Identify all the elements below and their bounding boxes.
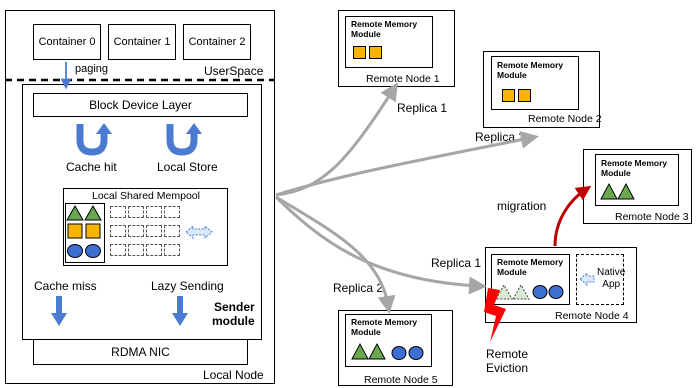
cache-miss-arrow-icon bbox=[51, 296, 67, 326]
mempool-empty-cell bbox=[146, 225, 162, 237]
container-1: Container 1 bbox=[108, 24, 176, 60]
remote-node-1-label: Remote Node 1 bbox=[366, 73, 440, 85]
native-app-label: Native App bbox=[597, 267, 626, 290]
remote-node-5-label: Remote Node 5 bbox=[364, 374, 438, 386]
rmm-label-4: Remote Memory Module bbox=[497, 257, 564, 277]
rmm-label-1: Remote Memory Module bbox=[351, 19, 418, 39]
remote-memory-module-1 bbox=[345, 16, 433, 68]
mempool-empty-cell bbox=[110, 244, 126, 256]
block-device-layer-label: Block Device Layer bbox=[89, 98, 192, 112]
cache-hit-label: Cache hit bbox=[66, 160, 117, 174]
migration-arrow bbox=[553, 185, 592, 247]
replica-2-bottom-label: Replica 2 bbox=[333, 281, 384, 295]
remote-node-2-label: Remote Node 2 bbox=[528, 113, 602, 125]
remote-eviction-label: Remote Eviction bbox=[486, 347, 529, 375]
orange-block bbox=[85, 223, 101, 239]
mempool-empty-cell bbox=[110, 206, 126, 218]
replica-1-mid-arrow bbox=[274, 195, 487, 295]
mempool-empty-cell bbox=[164, 244, 180, 256]
orange-block bbox=[518, 89, 531, 102]
blue-circle-icon bbox=[408, 346, 424, 360]
mempool-empty-cell bbox=[146, 244, 162, 256]
cache-hit-arrow-icon bbox=[76, 123, 112, 156]
replica-1-top-arrow bbox=[275, 82, 398, 197]
replica-1-top-label: Replica 1 bbox=[397, 101, 448, 115]
container-2: Container 2 bbox=[183, 24, 251, 60]
green-triangle-icon bbox=[84, 204, 102, 221]
container-0: Container 0 bbox=[33, 24, 101, 60]
block-device-layer: Block Device Layer bbox=[33, 93, 248, 117]
lazy-sending-label: Lazy Sending bbox=[151, 279, 224, 293]
remote-node-3-label: Remote Node 3 bbox=[615, 211, 689, 223]
local-node-label: Local Node bbox=[203, 368, 264, 382]
mempool-empty-cell bbox=[128, 206, 144, 218]
rdma-nic: RDMA NIC bbox=[33, 339, 248, 365]
mempool-empty-cell bbox=[110, 225, 126, 237]
faded-triangle-icon bbox=[495, 283, 513, 300]
rdma-nic-label: RDMA NIC bbox=[111, 345, 170, 359]
userspace-label: UserSpace bbox=[204, 64, 264, 78]
orange-block bbox=[369, 46, 382, 59]
blue-circle-icon bbox=[548, 285, 564, 299]
local-store-arrow-icon bbox=[166, 123, 202, 156]
green-triangle-icon bbox=[600, 182, 618, 200]
mempool-empty-cell bbox=[128, 244, 144, 256]
orange-block bbox=[353, 46, 366, 59]
migration-label: migration bbox=[497, 199, 547, 213]
mempool-title: Local Shared Mempool bbox=[92, 190, 200, 202]
orange-block bbox=[502, 89, 515, 102]
green-triangle-icon bbox=[617, 182, 635, 200]
green-triangle-icon bbox=[66, 204, 84, 221]
native-app-arrow-icon bbox=[579, 271, 595, 287]
paging-label: paging bbox=[75, 63, 109, 75]
blue-circle-icon bbox=[85, 244, 101, 258]
mempool-empty-cell bbox=[164, 225, 180, 237]
green-triangle-icon bbox=[351, 342, 369, 360]
remote-node-4-label: Remote Node 4 bbox=[555, 310, 629, 322]
double-arrow-icon bbox=[185, 224, 213, 240]
green-triangle-icon bbox=[368, 342, 386, 360]
replica-2-top-arrow bbox=[275, 130, 539, 197]
blue-circle-icon bbox=[391, 346, 407, 360]
blue-circle-icon bbox=[532, 285, 548, 299]
mempool-empty-cell bbox=[128, 225, 144, 237]
container-2-label: Container 2 bbox=[188, 36, 246, 48]
rmm-label-3: Remote Memory Module bbox=[601, 158, 668, 178]
mempool-empty-cell bbox=[146, 206, 162, 218]
local-store-label: Local Store bbox=[157, 160, 218, 174]
mempool-empty-cell bbox=[164, 206, 180, 218]
orange-block bbox=[67, 223, 83, 239]
cache-miss-label: Cache miss bbox=[34, 279, 97, 293]
sender-module-label: Sender module bbox=[212, 300, 255, 328]
rmm-label-5: Remote Memory Module bbox=[351, 317, 418, 337]
replica-1-mid-label: Replica 1 bbox=[431, 256, 482, 270]
lazy-sending-arrow-icon bbox=[172, 296, 188, 326]
replica-2-bottom-arrow bbox=[275, 195, 396, 314]
blue-circle-icon bbox=[67, 244, 83, 258]
lightning-bolt-icon bbox=[484, 288, 506, 342]
container-1-label: Container 1 bbox=[113, 36, 171, 48]
rmm-label-2: Remote Memory Module bbox=[497, 60, 564, 80]
container-0-label: Container 0 bbox=[38, 36, 96, 48]
faded-triangle-icon bbox=[512, 283, 530, 300]
